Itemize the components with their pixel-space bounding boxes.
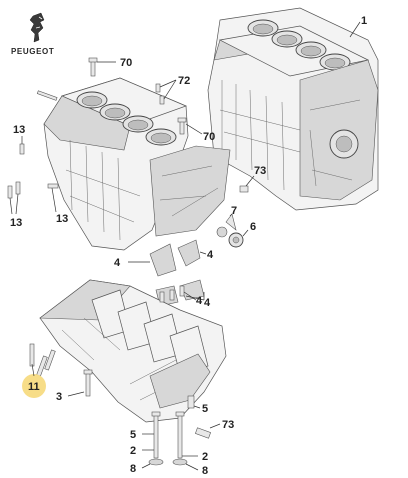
callout-4-left: 4	[114, 257, 121, 269]
callout-6: 6	[250, 221, 256, 233]
stud-bolts-top	[36, 57, 187, 135]
callout-70-right: 70	[203, 131, 215, 143]
callout-13-lower-left: 13	[10, 217, 22, 229]
bearing-cap-bolts	[159, 285, 185, 303]
callout-1: 1	[361, 15, 367, 27]
brand-name: PEUGEOT	[11, 47, 54, 56]
crankcase-bolts-bottom	[83, 369, 211, 466]
callout-70-top: 70	[120, 57, 132, 69]
callout-11: 11	[28, 381, 40, 393]
assembled-cylinder-block	[207, 7, 379, 211]
callout-13-upper: 13	[13, 124, 25, 136]
callout-2-left: 2	[130, 445, 136, 457]
callout-73-top: 73	[254, 165, 266, 177]
lower-crankcase	[39, 279, 227, 423]
callout-7: 7	[231, 205, 237, 217]
callout-3: 3	[56, 391, 62, 403]
callout-73-bottom: 73	[222, 419, 234, 431]
highlight-circle	[22, 374, 46, 398]
callout-4-right: 4	[207, 249, 214, 261]
callout-72: 72	[178, 75, 190, 87]
callout-5-right: 5	[202, 403, 208, 415]
callout-2-right: 2	[202, 451, 208, 463]
callout-4-bracket: 4	[196, 295, 203, 307]
crankcase-studs-left	[29, 343, 56, 377]
callout-13-lower-mid: 13	[56, 213, 68, 225]
callout-8-left: 8	[130, 463, 136, 475]
side-bolts-left	[7, 143, 59, 199]
cylinder-block	[43, 77, 231, 251]
oil-plug-and-seal	[216, 185, 249, 248]
callout-8-right: 8	[202, 465, 208, 477]
peugeot-lion-icon	[29, 12, 45, 43]
callout-5-left: 5	[130, 429, 136, 441]
callout-4-lower: 4	[204, 297, 211, 309]
